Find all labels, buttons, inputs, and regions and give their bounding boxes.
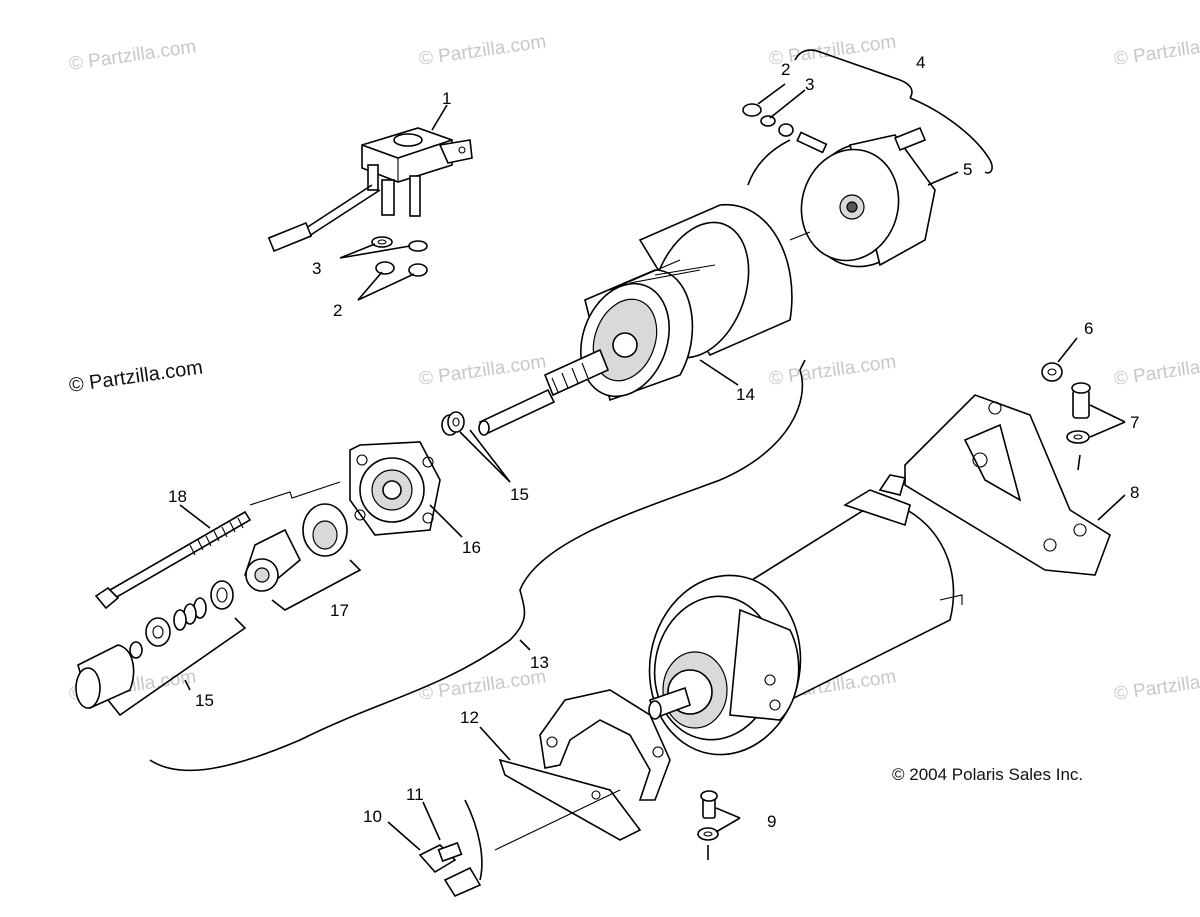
leader-16: [429, 504, 463, 538]
watermark: © Partzilla.com: [1113, 666, 1200, 705]
starter-motor-assembly: [648, 474, 963, 756]
callout-11: 11: [406, 785, 424, 804]
callout-8: 8: [1130, 483, 1139, 502]
leader-3: [769, 89, 806, 119]
callout-2: 2: [781, 60, 790, 79]
callout-6: 6: [1084, 319, 1093, 338]
bracket-15: [107, 617, 247, 717]
callout-10: 10: [363, 807, 382, 826]
callout-3: 3: [805, 75, 814, 94]
leader-7: [1089, 404, 1126, 423]
callout-14: 14: [736, 385, 755, 404]
callout-4: 4: [916, 53, 925, 72]
callout-16: 16: [462, 538, 481, 557]
callout-17: 17: [330, 601, 349, 620]
through-bolt-part: [94, 510, 252, 610]
copyright-notice: © 2004 Polaris Sales Inc.: [892, 765, 1083, 784]
leader-12: [479, 726, 511, 761]
bracket-13: [149, 359, 806, 772]
callout-3: 3: [312, 259, 321, 278]
watermark: © Partzilla.com: [418, 31, 548, 70]
guide-line-2: [494, 789, 621, 851]
watermark: © Partzilla.com: [418, 351, 548, 390]
mounting-bracket-part: [904, 394, 1111, 576]
watermark: © Partzilla.com: [1113, 31, 1200, 70]
leader-11: [422, 801, 441, 841]
callout-18: 18: [168, 487, 187, 506]
leader-15a: [459, 431, 511, 483]
solenoid-relay-part: [267, 127, 473, 253]
watermark: © Partzilla.com: [768, 351, 898, 390]
end-cap-part: [742, 49, 993, 268]
leader-dash: [789, 231, 811, 241]
partzilla-watermark-main: © Partzilla.com: [68, 356, 205, 397]
leader-5: [927, 171, 959, 186]
leader-13: [519, 639, 531, 651]
leader-9b: [715, 817, 741, 833]
callout-15: 15: [510, 485, 529, 504]
callout-7: 7: [1130, 413, 1139, 432]
callout-1: 1: [442, 89, 451, 108]
nut-bolt-washer-part: [1041, 362, 1091, 471]
fasteners-part: [418, 790, 719, 898]
callout-15: 15: [195, 691, 214, 710]
leader-15a-2: [469, 429, 511, 483]
callout-9: 9: [767, 812, 776, 831]
pinion-gear-part: [75, 503, 348, 710]
flange-plate-part: [349, 441, 441, 536]
callout-2: 2: [333, 301, 342, 320]
leader-14: [699, 359, 739, 386]
callout-12: 12: [460, 708, 479, 727]
callout-labels: 1 3 2 2 3 4 5 6 7 8 14 15 16 18 17 15 13…: [168, 53, 1139, 831]
leader-18: [179, 504, 211, 529]
leader-1: [431, 104, 448, 131]
leader-10: [387, 821, 421, 851]
bracket-17: [271, 559, 362, 611]
relay-nuts-washers: [339, 236, 428, 301]
leader-15b: [184, 679, 191, 691]
leader-6: [1057, 337, 1078, 363]
callout-5: 5: [963, 160, 972, 179]
leader-9: [715, 807, 741, 819]
callout-13: 13: [530, 653, 549, 672]
leader-2: [757, 83, 786, 105]
guide-line: [249, 481, 341, 506]
leader-7b: [1089, 421, 1126, 438]
watermark: © Partzilla.com: [1113, 351, 1200, 390]
leader-8: [1097, 494, 1126, 521]
lower-bracket-part: [498, 689, 671, 841]
shaft-washers: [441, 411, 465, 436]
watermark: © Partzilla.com: [418, 666, 548, 705]
armature-part: [478, 204, 793, 436]
watermark: © Partzilla.com: [68, 36, 198, 75]
